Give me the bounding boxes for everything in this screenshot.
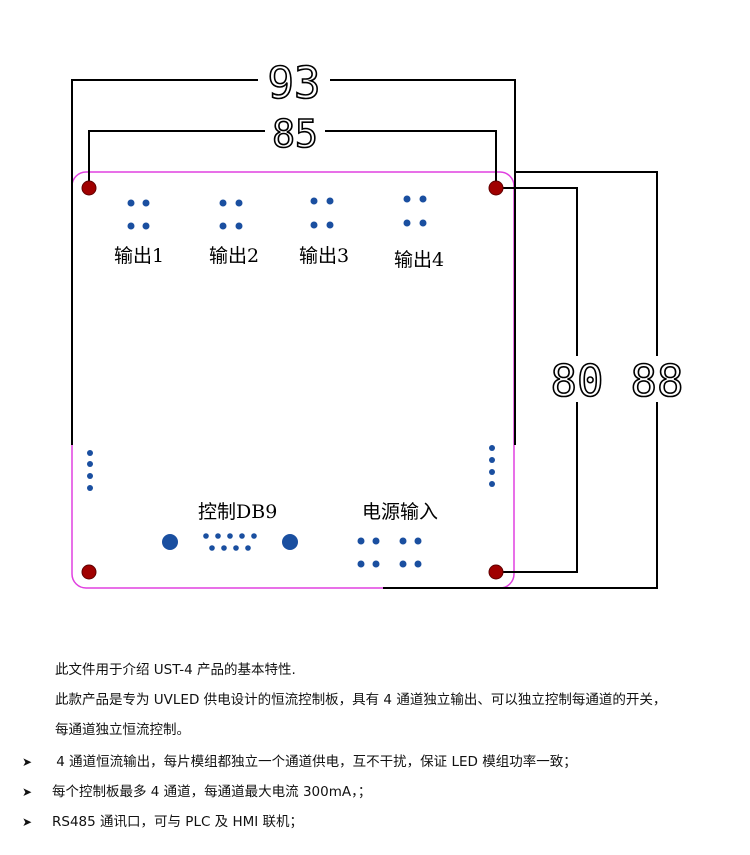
feature-text: 4 通道恒流输出，每片模组都独立一个通道供电，互不干扰，保证 LED 模组功率一… xyxy=(52,754,577,770)
board-outline xyxy=(71,171,515,589)
power-input-label: 电源输入 xyxy=(362,501,438,523)
dimension-80: 80 xyxy=(551,356,604,407)
mount-hole-top-left xyxy=(81,180,97,196)
feature-text: RS485 通讯口，可与 PLC 及 HMI 联机； xyxy=(52,814,304,830)
description-paragraph: 每通道独立恒流控制。 xyxy=(55,722,190,738)
feature-bullet: ➤ 每个控制板最多 4 通道，每通道最大电流 300mA，； xyxy=(22,780,371,800)
feature-bullet: ➤ RS485 通讯口，可与 PLC 及 HMI 联机； xyxy=(22,810,303,830)
description-paragraph: 此款产品是专为 UVLED 供电设计的恒流控制板，具有 4 通道独立输出、可以独… xyxy=(55,692,667,708)
left-side-pads xyxy=(87,450,93,491)
output3-pads xyxy=(310,197,334,229)
output4-label: 输出4 xyxy=(394,249,444,271)
dimension-88: 88 xyxy=(631,356,684,407)
right-side-pads xyxy=(489,445,495,487)
mount-holes xyxy=(81,180,504,580)
output2-label: 输出2 xyxy=(209,245,259,267)
db9-screw-right xyxy=(282,534,298,550)
output4-pads xyxy=(403,195,427,227)
dimension-85: 85 xyxy=(272,112,318,156)
mount-hole-bottom-right xyxy=(488,564,504,580)
mount-hole-top-right xyxy=(488,180,504,196)
output3-label: 输出3 xyxy=(299,245,349,267)
feature-text: 每个控制板最多 4 通道，每通道最大电流 300mA，； xyxy=(52,784,372,800)
db9-screw-left xyxy=(162,534,178,550)
dimension-93: 93 xyxy=(268,58,321,109)
output-pads xyxy=(127,195,427,230)
control-db9-label: 控制DB9 xyxy=(198,501,277,523)
output1-pads xyxy=(127,199,150,230)
db9-connector xyxy=(162,533,298,551)
board-dimension-diagram: 93 85 80 88 输出1 输出2 输出3 输出4 xyxy=(71,57,684,589)
arrow-right-icon: ➤ xyxy=(22,785,33,799)
feature-bullet: ➤ 4 通道恒流输出，每片模组都独立一个通道供电，互不干扰，保证 LED 模组功… xyxy=(22,750,577,770)
output2-pads xyxy=(219,199,243,230)
arrow-right-icon: ➤ xyxy=(22,815,33,829)
mount-hole-bottom-left xyxy=(81,564,97,580)
arrow-right-icon: ➤ xyxy=(22,755,33,769)
description-paragraph: 此文件用于介绍 UST-4 产品的基本特性. xyxy=(55,662,296,678)
output1-label: 输出1 xyxy=(114,245,164,267)
power-input-pads xyxy=(357,537,422,568)
